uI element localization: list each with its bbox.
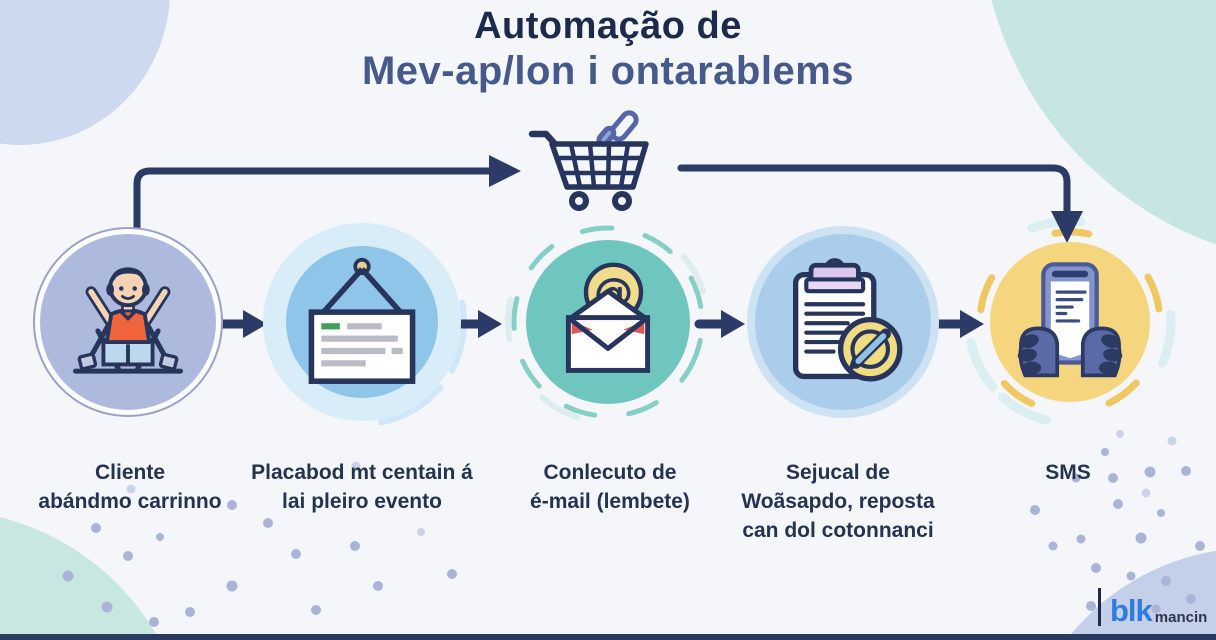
arrowhead-down	[1051, 211, 1083, 243]
title-line-1: Automação de	[474, 5, 742, 47]
title-line-2: Mev-ap/lon i ontarablems	[361, 49, 855, 93]
person-in-cart-icon	[73, 267, 183, 374]
label-line: SMS	[1045, 461, 1091, 484]
arrowhead-right	[489, 155, 521, 187]
clipboard-pencil-icon	[793, 258, 903, 382]
hands-holding-phone-icon	[1017, 262, 1123, 378]
label-line: Cliente	[94, 461, 165, 484]
arrow-up-to-cart	[133, 167, 493, 234]
logo-suffix: mancin	[1154, 609, 1208, 626]
step-circle-sms	[990, 242, 1150, 402]
page-title: Automação de Mev-ap/lon i ontarablems	[0, 5, 1216, 94]
step-circle-placa-outer	[263, 223, 461, 421]
step-label-email: Conlecuto de é-mail (lembete)	[460, 458, 760, 516]
bottom-edge-bar	[0, 634, 1216, 640]
label-line: lai pleiro evento	[282, 490, 442, 513]
step-circle-placa	[286, 246, 438, 398]
label-line: é-mail (lembete)	[530, 490, 690, 513]
shopping-cart-icon	[524, 103, 659, 218]
step-circle-whatsapp	[755, 234, 931, 410]
arrow-cart-to-sms	[677, 164, 1071, 217]
email-at-icon: @	[565, 262, 651, 373]
decor-blob-bottom-left	[0, 510, 190, 640]
step-label-placa: Placabod mt centain á lai pleiro evento	[212, 458, 512, 516]
logo-divider-bar	[1098, 588, 1101, 626]
step-label-whatsapp: Sejucal de Woãsapdo, reposta can dol cot…	[688, 458, 988, 545]
step-label-cliente: Cliente abándmo carrinno	[0, 458, 280, 516]
label-line: Woãsapdo, reposta	[741, 490, 935, 513]
logo-name: blk	[1110, 593, 1153, 628]
step-circle-cliente	[40, 234, 216, 410]
step-label-sms: SMS	[918, 458, 1216, 487]
label-line: Conlecuto de	[543, 461, 677, 484]
hanging-sign-icon	[308, 257, 416, 384]
step-circle-email: @	[526, 240, 690, 404]
brand-logo: blk mancin	[1098, 588, 1207, 626]
label-line: Placabod mt centain á	[251, 461, 473, 484]
label-line: can dol cotonnanci	[742, 519, 934, 542]
label-line: abándmo carrinno	[38, 490, 222, 513]
label-line: Sejucal de	[786, 461, 890, 484]
